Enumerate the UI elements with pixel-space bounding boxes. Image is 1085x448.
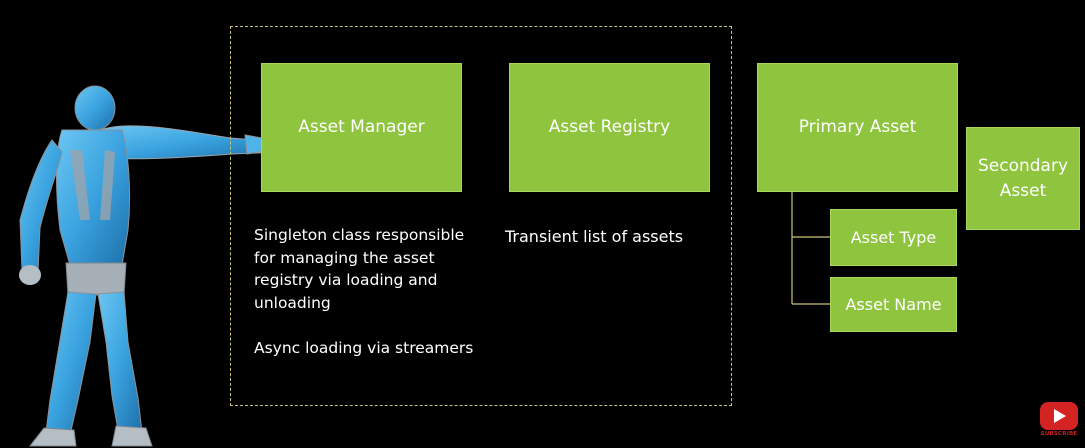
async-loading-description: Async loading via streamers bbox=[254, 339, 474, 357]
secondary-asset-label: Secondary Asset bbox=[977, 155, 1069, 201]
asset-type-label: Asset Type bbox=[850, 227, 937, 247]
asset-manager-group-frame bbox=[230, 26, 732, 406]
subscribe-label: SUBSCRIBE bbox=[1040, 431, 1078, 437]
asset-name-label: Asset Name bbox=[845, 294, 942, 314]
pointing-humanoid-figure bbox=[19, 85, 287, 447]
youtube-play-icon[interactable] bbox=[1038, 400, 1080, 440]
asset-manager-label: Asset Manager bbox=[298, 117, 425, 138]
asset-manager-description: Singleton class responsible for managing… bbox=[254, 226, 465, 312]
primary-asset-label: Primary Asset bbox=[798, 117, 917, 138]
asset-name-box: Asset Name bbox=[830, 277, 957, 332]
asset-registry-box: Asset Registry bbox=[509, 63, 710, 192]
asset-manager-box: Asset Manager bbox=[261, 63, 462, 192]
primary-asset-box: Primary Asset bbox=[757, 63, 958, 192]
asset-registry-description: Transient list of assets bbox=[505, 227, 684, 246]
asset-type-box: Asset Type bbox=[830, 209, 957, 266]
asset-registry-label: Asset Registry bbox=[548, 117, 671, 138]
secondary-asset-box: Secondary Asset bbox=[966, 127, 1080, 230]
